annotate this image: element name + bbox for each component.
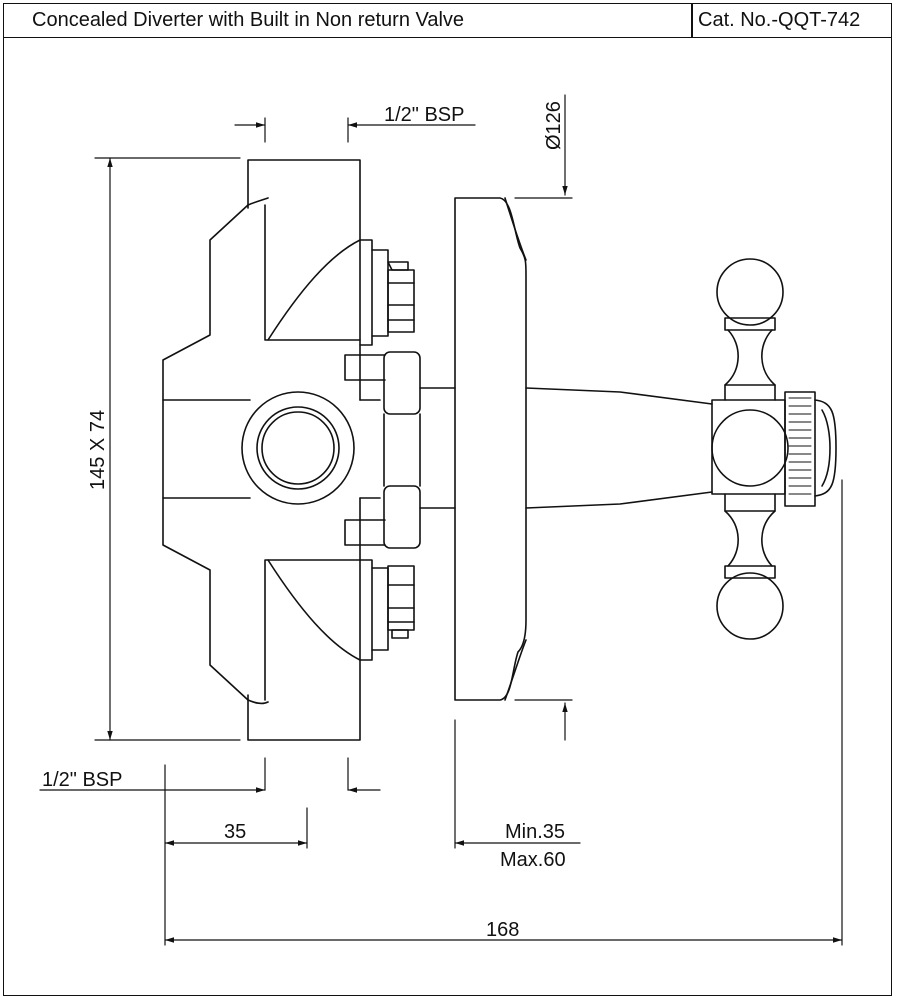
diverter-body xyxy=(162,159,381,741)
dim-wall-max: Max.60 xyxy=(500,849,566,871)
dimension-lines xyxy=(39,94,843,946)
wall-plate xyxy=(454,197,527,701)
dim-inlet-bottom: 1/2" BSP xyxy=(42,769,122,791)
dim-inlet-top: 1/2" BSP xyxy=(384,104,464,126)
spindle-housing xyxy=(383,351,456,549)
dim-overall-length: 168 xyxy=(486,919,519,941)
title-divider xyxy=(691,4,693,38)
spindle-cone xyxy=(525,387,713,509)
dim-wall-min: Min.35 xyxy=(505,821,565,843)
catalog-number: Cat. No.-QQT-742 xyxy=(698,9,861,31)
drawing-sheet: Concealed Diverter with Built in Non ret… xyxy=(3,3,892,996)
dim-plate-diameter: Ø126 xyxy=(543,101,565,150)
drawing-title: Concealed Diverter with Built in Non ret… xyxy=(32,9,465,31)
cross-handle xyxy=(711,258,837,640)
dim-body-size: 145 X 74 xyxy=(87,410,109,490)
side-nuts xyxy=(344,239,415,661)
dim-depth-body: 35 xyxy=(224,821,246,843)
title-block: Concealed Diverter with Built in Non ret… xyxy=(4,4,891,38)
